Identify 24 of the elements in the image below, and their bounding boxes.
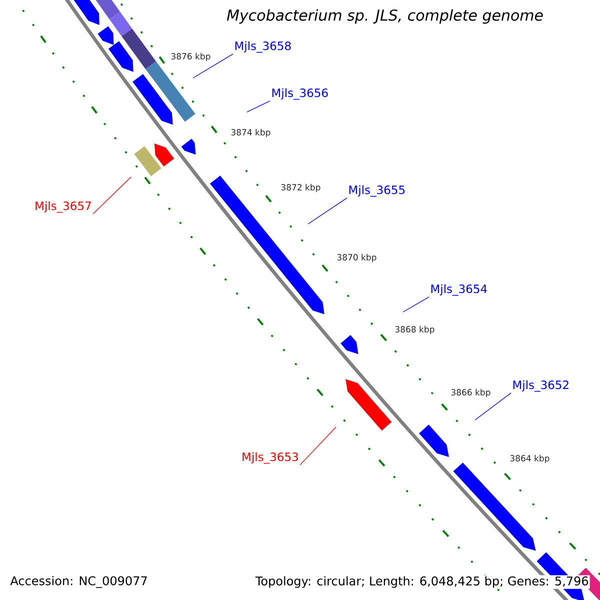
leader-line [246,100,270,112]
gene-label: Mjls_3658 [235,41,291,53]
tick-label: 3864 kbp [510,454,550,464]
accession-text: Accession: NC_009077 [9,575,149,589]
leader-line [402,296,430,312]
gene-label: Mjls_3654 [431,284,487,296]
tick-label: 3866 kbp [451,388,490,398]
gene-label: Mjls_3655 [349,185,404,197]
tick-label: 3870 kbp [337,254,376,262]
leader-line [92,176,132,214]
tick-label: 3868 kbp [395,326,434,334]
gene-label: Mjls_3657 [36,201,91,213]
gene-label: Mjls_3653 [242,452,298,464]
topology-text: Topology: circular; Length: 6,048,425 bp; Genes: 5,796 [254,575,590,589]
tick-label: 3876 kbp [171,52,210,62]
tick-label: 3874 kbp [231,128,270,138]
leader-line [300,426,336,466]
leader-line [308,198,348,224]
leader-line [192,54,234,78]
leader-line [474,392,512,420]
tick-label: 3872 kbp [281,184,320,192]
gene-label: Mjls_3652 [513,380,568,392]
gene-label: Mjls_3656 [272,88,328,100]
map-title: Mycobacterium sp. JLS, complete genome [226,9,543,24]
